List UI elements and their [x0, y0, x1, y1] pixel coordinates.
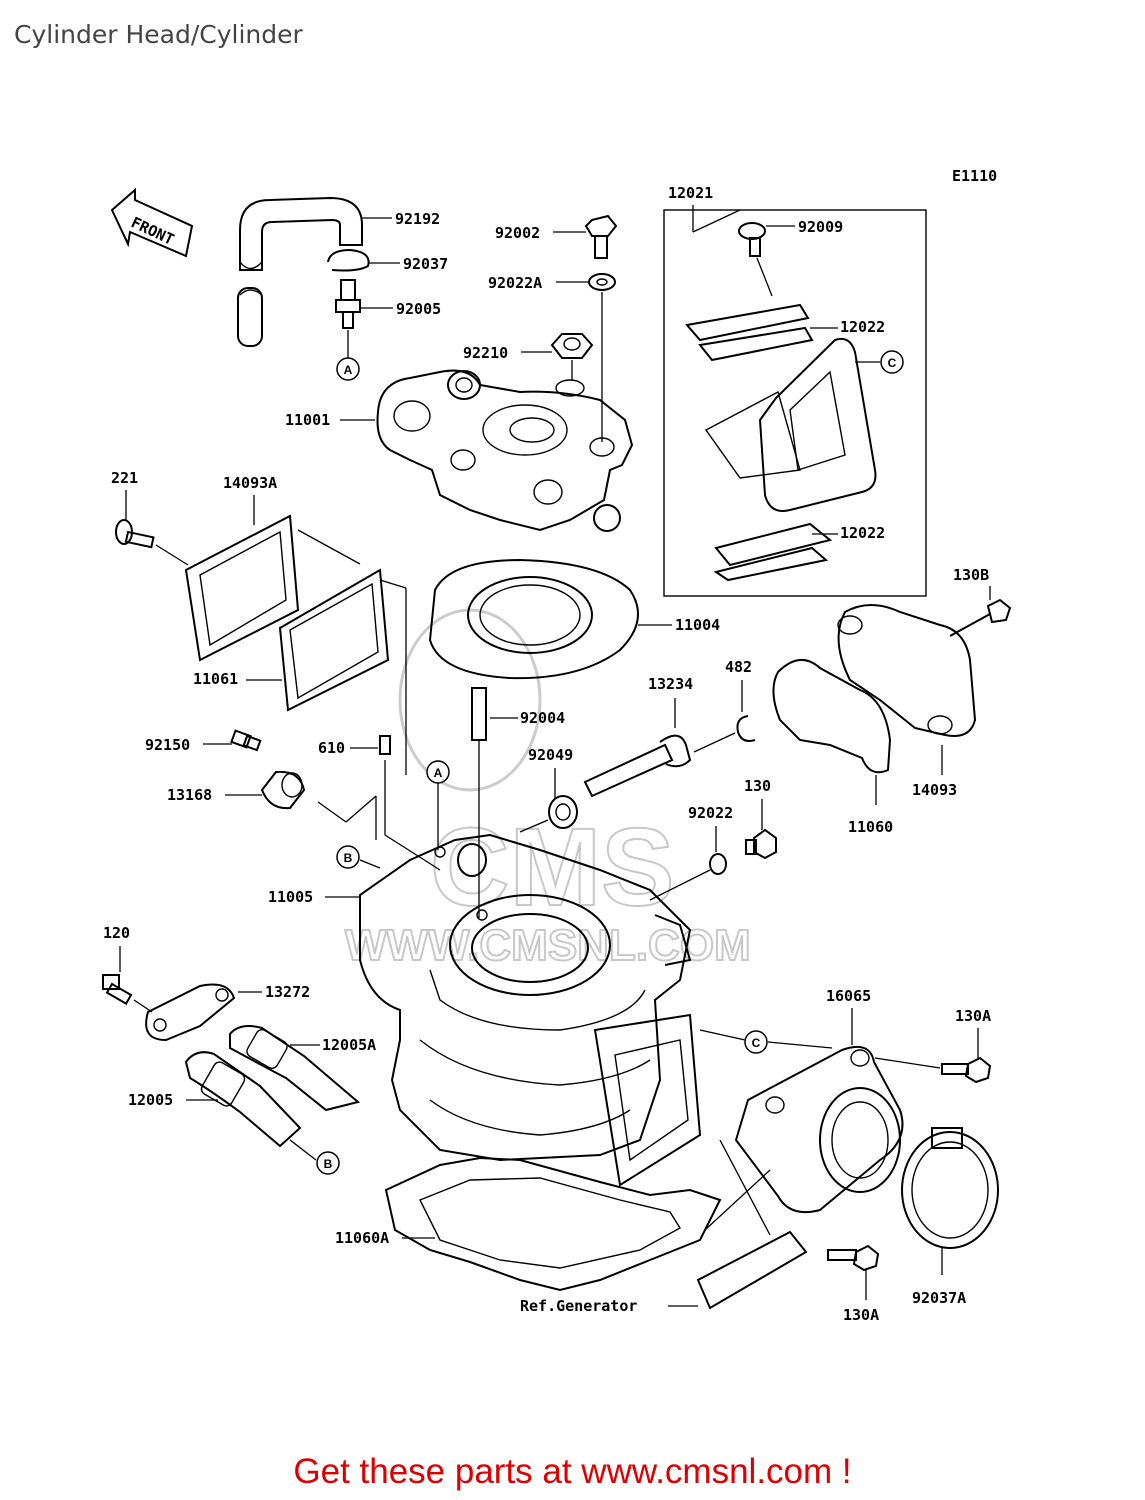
label-ref-generator: Ref.Generator	[520, 1297, 637, 1315]
stud-part	[471, 687, 487, 741]
cylinder-part	[359, 833, 702, 1187]
screw-221-part	[115, 519, 155, 549]
diagram-code: E1110	[952, 167, 997, 185]
label-610: 610	[318, 739, 345, 757]
head-gasket-part	[428, 558, 639, 680]
valve-cover-part	[837, 604, 977, 737]
label-92005: 92005	[396, 300, 441, 318]
front-label: FRONT	[128, 213, 177, 248]
reed-valve-group-box	[663, 209, 927, 597]
label-13272: 13272	[265, 983, 310, 1001]
label-13234: 13234	[648, 675, 693, 693]
watermark-url-text: WWW.CMSNL.COM	[345, 921, 751, 970]
holder-part	[260, 770, 306, 810]
label-12005A: 12005A	[322, 1036, 376, 1054]
callout-b-mid	[336, 845, 360, 869]
reed-block-part	[704, 337, 877, 512]
label-120: 120	[103, 924, 130, 942]
page-title: Cylinder Head/Cylinder	[14, 20, 303, 49]
label-12021: 12021	[668, 184, 713, 202]
label-482: 482	[725, 658, 752, 676]
label-12022-upper: 12022	[840, 318, 885, 336]
fitting-part	[335, 279, 361, 329]
label-92037: 92037	[403, 255, 448, 273]
clamp-part	[901, 1127, 999, 1249]
svg-text:B: B	[324, 1157, 333, 1171]
clip-part	[327, 248, 370, 272]
gasket-11061-part	[278, 568, 390, 712]
intake-manifold-part	[734, 1046, 904, 1214]
label-92150: 92150	[145, 736, 190, 754]
label-12022-lower: 12022	[840, 524, 885, 542]
watermark-logo-text: CMS	[430, 806, 674, 929]
footer-promo-text: Get these parts at www.cmsnl.com !	[293, 1452, 852, 1491]
hose-part	[237, 196, 363, 347]
label-11060: 11060	[848, 818, 893, 836]
screw-part	[738, 222, 766, 257]
exhaust-valve-part	[184, 1051, 302, 1148]
label-16065: 16065	[826, 987, 871, 1005]
label-14093: 14093	[912, 781, 957, 799]
bolt-92150-part	[230, 729, 262, 752]
reed-petal-lower	[714, 522, 833, 567]
label-11005: 11005	[268, 888, 313, 906]
valve-gasket-part	[772, 659, 892, 774]
bolt-130B-part	[949, 598, 1012, 637]
callout-c-bottom	[744, 1030, 768, 1054]
svg-text:B: B	[344, 851, 353, 865]
svg-text:A: A	[344, 363, 353, 377]
label-92002: 92002	[495, 224, 540, 242]
gasket-13272-part	[145, 983, 236, 1042]
bolt-120-part	[102, 974, 133, 1006]
shaft-part	[583, 734, 692, 798]
label-92192: 92192	[395, 210, 440, 228]
reed-petal-upper	[685, 303, 810, 342]
washer-92022-part	[709, 853, 727, 875]
callout-b-bottom	[316, 1151, 340, 1175]
label-92022A: 92022A	[488, 274, 542, 292]
label-92004: 92004	[520, 709, 565, 727]
label-11060A: 11060A	[335, 1229, 389, 1247]
svg-text:C: C	[752, 1036, 761, 1050]
base-gasket-part	[384, 1156, 722, 1292]
label-11001: 11001	[285, 411, 330, 429]
label-130A-upper: 130A	[955, 1007, 991, 1025]
bolt-130A-upper-part	[941, 1056, 992, 1084]
front-arrow-icon: FRONT	[110, 187, 194, 258]
washer-part	[588, 273, 616, 291]
svg-text:C: C	[888, 356, 897, 370]
label-92037A: 92037A	[912, 1289, 966, 1307]
callout-a-top	[336, 357, 360, 381]
cover-part	[184, 514, 300, 662]
callout-c-top	[880, 350, 904, 374]
label-11004: 11004	[675, 616, 720, 634]
label-12005: 12005	[128, 1091, 173, 1109]
oil-seal-part	[548, 795, 578, 829]
circlip-part	[736, 715, 756, 742]
label-92009: 92009	[798, 218, 843, 236]
svg-text:A: A	[434, 766, 443, 780]
cylinder-head-part	[376, 369, 634, 532]
label-92049: 92049	[528, 746, 573, 764]
dowel-part	[379, 735, 391, 755]
label-13168: 13168	[167, 786, 212, 804]
bolt-130A-lower-part	[827, 1244, 880, 1272]
exhaust-valve-a-part	[229, 1025, 361, 1112]
label-130: 130	[744, 777, 771, 795]
label-130A-lower: 130A	[843, 1306, 879, 1324]
bolt-part	[584, 214, 618, 259]
bolt-130-part	[745, 828, 777, 860]
label-14093A: 14093A	[223, 474, 277, 492]
label-11061: 11061	[193, 670, 238, 688]
nut-part	[550, 333, 594, 359]
label-92210: 92210	[463, 344, 508, 362]
generator-bracket-part	[696, 1230, 808, 1310]
label-92022: 92022	[688, 804, 733, 822]
label-130B: 130B	[953, 566, 989, 584]
label-221: 221	[111, 469, 138, 487]
